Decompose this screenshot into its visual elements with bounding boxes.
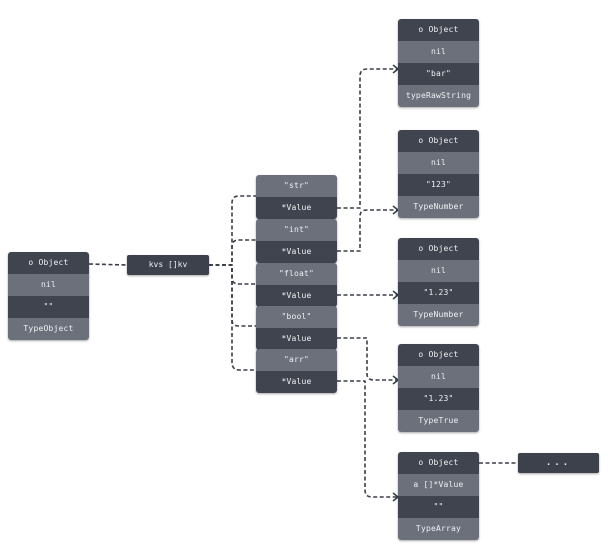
kv-entry-int: "int" *Value [256,219,337,263]
kv-key: "bool" [256,306,337,328]
value-object-type: typeRawString [398,85,479,107]
value-object-header: o Object [398,238,479,260]
value-object-arr: o Object a []*Value "" TypeArray [398,452,479,540]
value-object-row: "" [398,496,479,518]
kv-entry-float: "float" *Value [256,263,337,307]
value-object-type: TypeTrue [398,410,479,432]
kv-value: *Value [256,285,337,307]
value-object-type: TypeArray [398,518,479,540]
kv-entry-bool: "bool" *Value [256,306,337,350]
kv-key: "arr" [256,349,337,371]
connector-arr-to-object [337,380,398,498]
kv-entry-arr: "arr" *Value [256,349,337,393]
kv-entry-str: "str" *Value [256,175,337,219]
kv-value: *Value [256,197,337,219]
connector-root-to-kvs [88,263,128,266]
connector-kvs-to-int [209,239,256,266]
value-object-type: TypeNumber [398,304,479,326]
value-object-header: o Object [398,452,479,474]
value-object-bool: o Object nil "1.23" TypeTrue [398,344,479,432]
kv-key: "int" [256,219,337,241]
value-object-row: "123" [398,174,479,196]
kv-value: *Value [256,241,337,263]
kv-value: *Value [256,328,337,350]
value-object-header: o Object [398,344,479,366]
value-object-float: o Object nil "1.23" TypeNumber [398,238,479,326]
root-object-header: o Object [8,252,89,274]
value-object-row: "1.23" [398,282,479,304]
value-object-header: o Object [398,130,479,152]
more-node: ... [518,453,599,473]
connector-bool-to-object [337,337,398,381]
connector-str-to-object [337,68,398,209]
value-object-int: o Object nil "123" TypeNumber [398,130,479,218]
connector-kvs-to-arr [209,264,256,371]
value-object-row: nil [398,41,479,63]
root-object-row: "" [8,296,89,318]
kvs-node: kvs []kv [127,255,209,275]
value-object-row: nil [398,260,479,282]
value-object-row: "1.23" [398,388,479,410]
kv-value: *Value [256,371,337,393]
root-object: o Object nil "" TypeObject [8,252,89,340]
connector-kvs-to-str [209,195,256,266]
value-object-type: TypeNumber [398,196,479,218]
root-object-type: TypeObject [8,318,89,340]
value-object-row: "bar" [398,63,479,85]
value-object-row: a []*Value [398,474,479,496]
value-object-row: nil [398,366,479,388]
value-object-header: o Object [398,19,479,41]
root-object-row: nil [8,274,89,296]
kv-key: "float" [256,263,337,285]
connector-int-to-object [337,209,398,252]
value-object-str: o Object nil "bar" typeRawString [398,19,479,107]
kv-key: "str" [256,175,337,197]
value-object-row: nil [398,152,479,174]
